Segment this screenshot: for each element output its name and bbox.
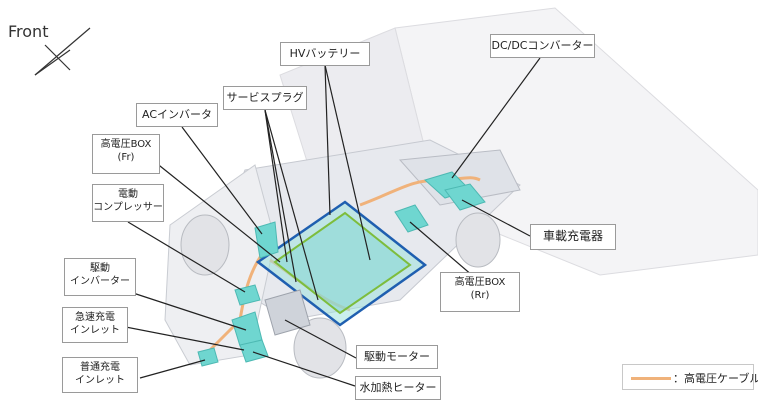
front-direction-label: Front	[8, 22, 49, 41]
ac-inverter	[254, 221, 279, 259]
label-ac-inverter: ACインバータ	[136, 103, 218, 127]
label-quick-charge-line2: インレット	[70, 325, 120, 336]
label-drive-inverter-line1: 駆動	[90, 263, 110, 274]
label-drive-inverter-line2: インバーター	[70, 276, 130, 287]
rear-wheel	[455, 212, 501, 268]
label-drive-motor-text: 駆動モーター	[364, 350, 430, 363]
label-service-plug-text: サービスプラグ	[226, 91, 304, 104]
onboard-charger	[444, 183, 486, 211]
label-onboard-charger: 車載充電器	[530, 224, 616, 250]
label-dcdc-converter-text: DC/DCコンバーター	[491, 39, 594, 52]
label-hv-box-fr: 高電圧BOX (Fr)	[92, 134, 160, 174]
legend: ：高電圧ケーブル	[622, 364, 758, 390]
label-normal-charge-line2: インレット	[75, 375, 125, 386]
label-hv-box-fr-line2: (Fr)	[117, 152, 135, 163]
label-quick-charge-inlet: 急速充電 インレット	[62, 307, 128, 343]
label-water-heater-text: 水加熱ヒーター	[359, 381, 437, 394]
label-hv-battery-text: HVバッテリー	[289, 47, 361, 60]
drive-motor	[264, 289, 311, 336]
label-drive-inverter: 駆動 インバーター	[64, 258, 136, 296]
label-hv-box-rr-line2: (Rr)	[470, 290, 490, 301]
label-onboard-charger-text: 車載充電器	[542, 229, 603, 243]
label-service-plug: サービスプラグ	[223, 86, 307, 110]
label-water-heater: 水加熱ヒーター	[355, 376, 441, 400]
label-compressor-line2: コンプレッサー	[93, 202, 163, 213]
label-hv-battery: HVバッテリー	[280, 42, 370, 66]
label-quick-charge-line1: 急速充電	[75, 312, 115, 323]
water-heater	[239, 339, 269, 363]
legend-text: ：高電圧ケーブル	[673, 372, 758, 385]
label-dcdc-converter: DC/DCコンバーター	[490, 34, 595, 58]
label-hv-box-rr-line1: 高電圧BOX	[454, 277, 506, 288]
hv-battery-inner	[273, 211, 412, 315]
front-wheel-right	[293, 317, 347, 379]
compass-arrow-icon	[34, 27, 91, 76]
label-normal-charge-line1: 普通充電	[80, 362, 120, 373]
label-ac-inverter-text: ACインバータ	[141, 108, 212, 121]
label-hv-box-rr: 高電圧BOX (Rr)	[440, 272, 520, 312]
legend-cable-swatch	[631, 377, 671, 380]
label-compressor-line1: 電動	[118, 189, 138, 200]
label-hv-box-fr-line1: 高電圧BOX	[100, 139, 152, 150]
front-wheel-left	[180, 214, 230, 276]
label-electric-compressor: 電動 コンプレッサー	[92, 184, 164, 222]
label-normal-charge-inlet: 普通充電 インレット	[62, 357, 138, 393]
hv-box-rr	[394, 204, 429, 233]
leader-lines	[99, 57, 541, 387]
label-drive-motor: 駆動モーター	[356, 345, 438, 369]
